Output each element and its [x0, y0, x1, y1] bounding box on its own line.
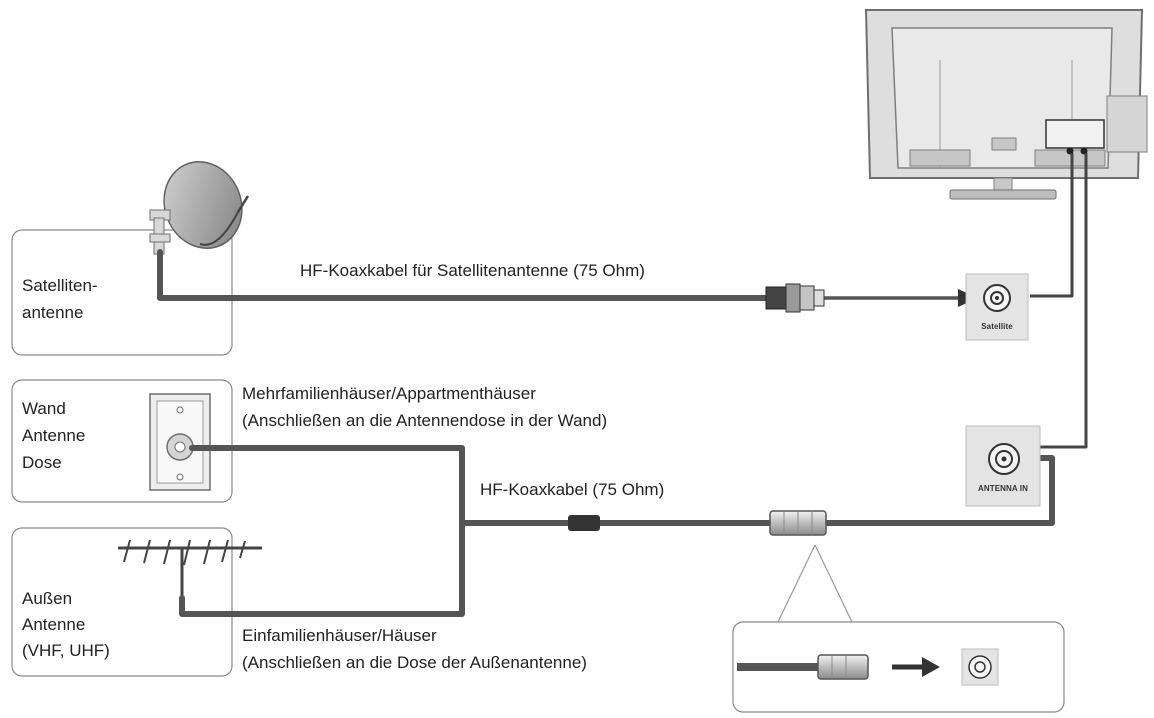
apartment-note-line1: Mehrfamilienhäuser/Appartmenthäuser: [242, 384, 536, 403]
wall-label-line2: Antenne: [22, 426, 86, 445]
antenna-in-port-icon: [965, 425, 1041, 507]
rf-cable: [179, 445, 1055, 617]
satellite-cable: [157, 249, 962, 301]
zoom-lines: [777, 544, 853, 623]
outdoor-label-line1: Außen: [22, 589, 73, 608]
tv-internal-cables: [1030, 153, 1088, 449]
satellite-antenna-box: [11, 229, 233, 356]
rf-plug-icon: [769, 510, 827, 536]
wall-label-line3: Dose: [22, 453, 62, 472]
tv-back-illustration: [864, 9, 1148, 200]
rf-cable-label: HF-Koaxkabel (75 Ohm): [480, 480, 665, 499]
satellite-dish-icon: [149, 161, 250, 255]
wall-outlet-icon: [149, 393, 211, 491]
satellite-port-icon: [965, 273, 1029, 341]
outdoor-antenna-icon: [118, 539, 262, 598]
satellite-label-line2: antenne: [22, 303, 84, 322]
house-note-line2: (Anschließen an die Dose der Außenantenn…: [242, 653, 587, 672]
inline-ferrite-icon: [568, 515, 600, 531]
satellite-label-line1: Satelliten-: [22, 276, 98, 295]
satellite-f-connector-icon: [765, 283, 825, 313]
outdoor-label-line2: Antenne: [22, 615, 86, 634]
antenna-in-port-label: ANTENNA IN: [977, 484, 1029, 493]
outdoor-label-line3: (VHF, UHF): [22, 641, 110, 660]
house-note-line1: Einfamilienhäuser/Häuser: [242, 626, 437, 645]
detail-cable-plug-icon: [737, 654, 869, 680]
wall-label-line1: Wand: [22, 399, 66, 418]
satellite-port-label: Satellite: [981, 322, 1013, 331]
apartment-note-line2: (Anschließen an die Antennendose in der …: [242, 411, 608, 430]
detail-port-icon: [961, 648, 999, 686]
detail-arrow-icon: [892, 657, 940, 677]
outdoor-antenna-box: [11, 527, 233, 677]
satellite-cable-label: HF-Koaxkabel für Satellitenantenne (75 O…: [300, 261, 645, 280]
